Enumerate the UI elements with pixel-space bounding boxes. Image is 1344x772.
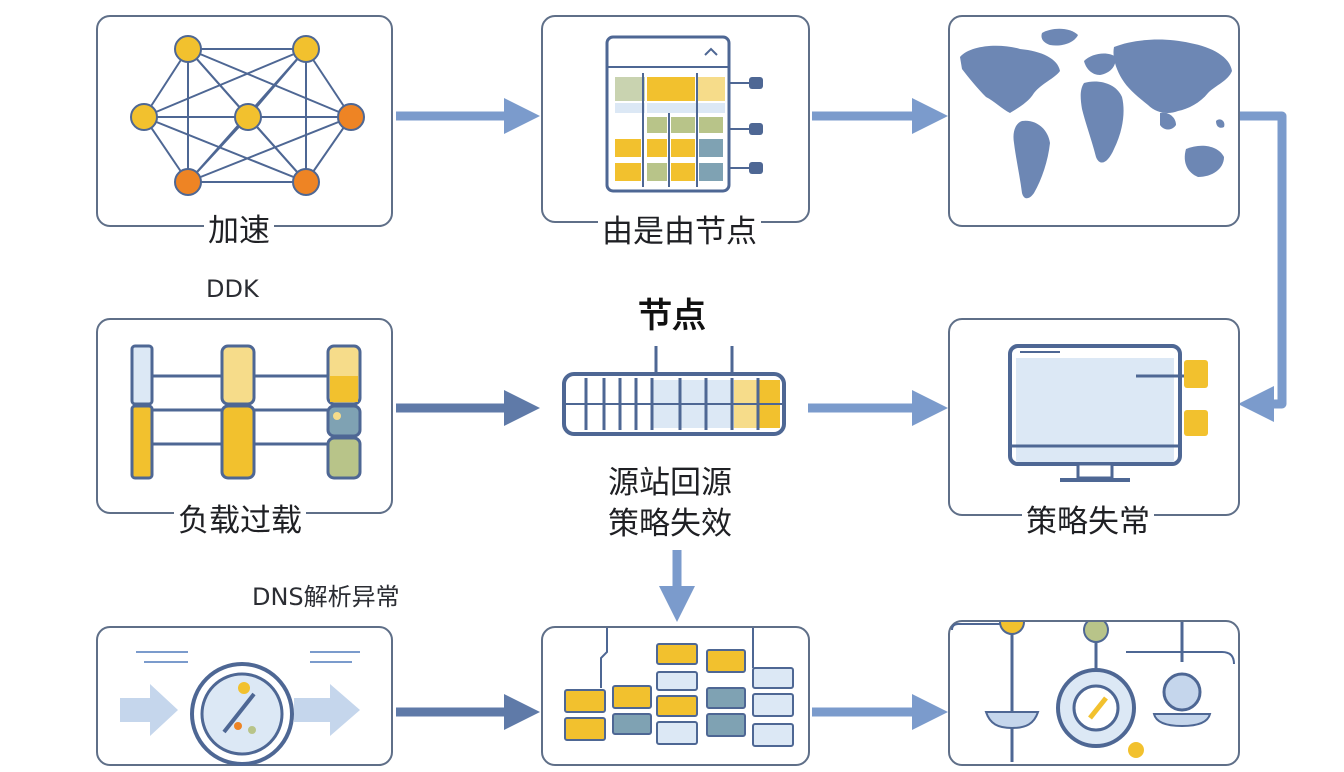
label-policy-anomaly: 策略失常 <box>1022 504 1154 540</box>
bar-columns-icon <box>130 344 362 480</box>
label-load-overload: 负载过载 <box>174 503 306 539</box>
label-dns-anomaly: DNS解析异常 <box>252 583 400 611</box>
card-policy-anomaly <box>948 318 1240 516</box>
world-map-icon <box>960 28 1232 199</box>
monitor-icon <box>1008 344 1208 482</box>
node-heading: 节点 <box>638 296 706 336</box>
card-routing-node <box>541 15 810 223</box>
label-origin-line2: 策略失效 <box>604 506 736 542</box>
gauge-icon <box>120 651 360 766</box>
grid-blocks-icon <box>564 628 794 747</box>
label-origin-line1: 源站回源 <box>604 465 736 501</box>
label-ddk: DDK <box>206 275 259 303</box>
label-routing-node: 由是由节点 <box>598 214 761 250</box>
label-accelerate: 加速 <box>204 213 274 249</box>
node-strip-icon <box>562 346 786 436</box>
arrow-3-to-6 <box>1238 111 1287 422</box>
card-grid <box>541 626 810 766</box>
connector-arrows <box>396 98 1287 730</box>
scale-icon <box>951 606 1235 762</box>
card-world-map <box>948 15 1240 227</box>
card-scale <box>948 606 1240 766</box>
card-dns <box>96 626 393 766</box>
spreadsheet-icon <box>605 35 763 193</box>
card-accelerate <box>96 15 393 227</box>
network-graph-icon <box>130 35 365 196</box>
